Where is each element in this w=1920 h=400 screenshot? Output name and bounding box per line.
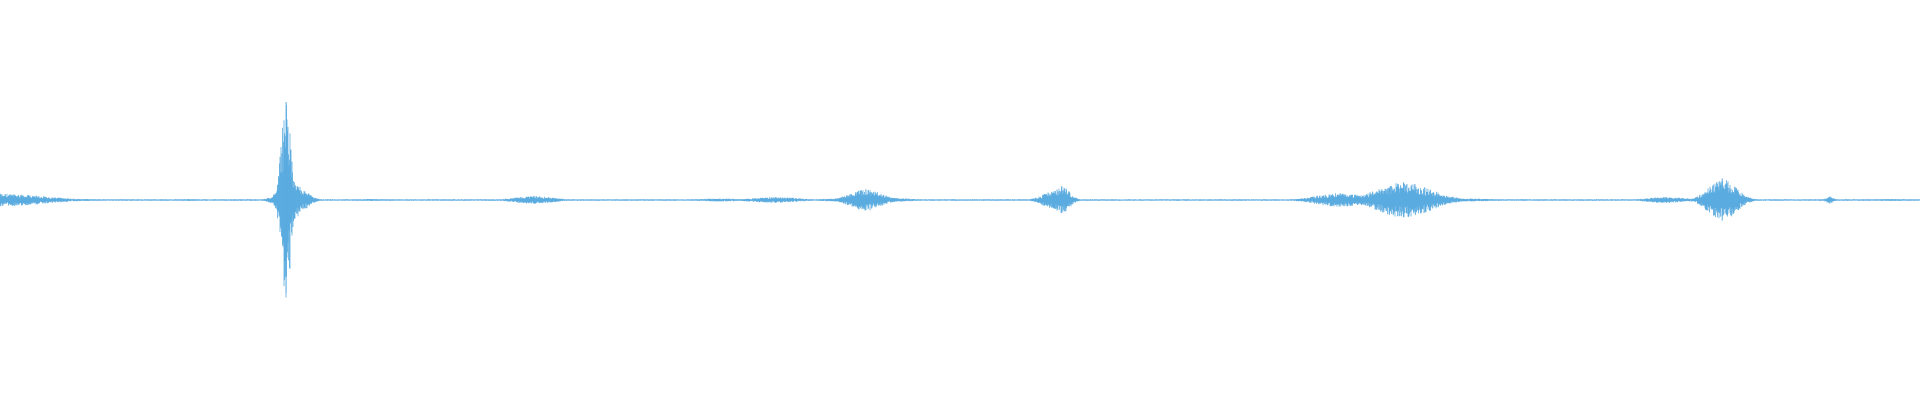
waveform-series [0,102,1920,298]
